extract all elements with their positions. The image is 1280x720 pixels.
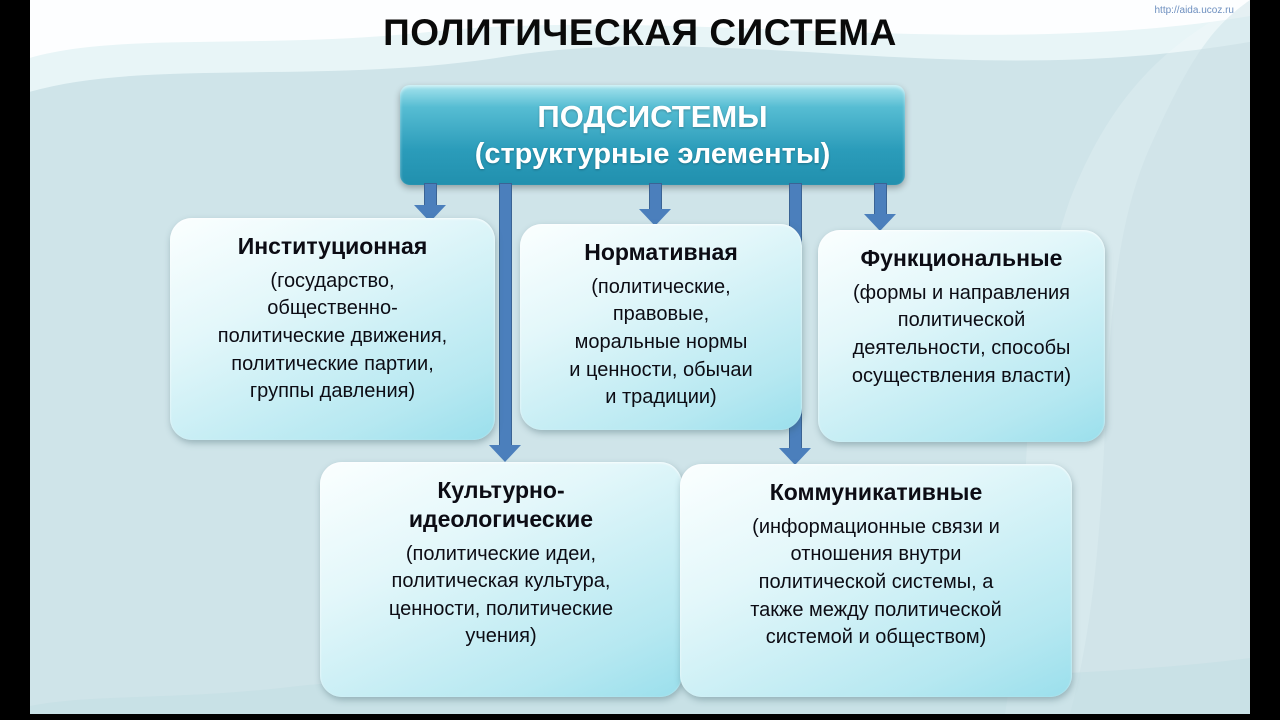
box-cultural-ideological: Культурно- идеологические (политические …: [320, 462, 682, 697]
arrow-shaft: [423, 183, 437, 205]
root-box-subsystems: ПОДСИСТЕМЫ (структурные элементы): [400, 85, 905, 185]
box-body: (государство, общественно- политические …: [217, 269, 448, 403]
arrow-head: [489, 445, 521, 462]
box-title: Нормативная: [584, 239, 738, 265]
watermark-url: http://aida.ucoz.ru: [1154, 5, 1235, 16]
box-body: (формы и направления политической деятел…: [851, 281, 1072, 387]
box-institutional: Институционная (государство, общественно…: [170, 218, 495, 440]
box-normative: Нормативная (политические, правовые, мор…: [520, 224, 802, 430]
box-title: Функциональные: [860, 245, 1063, 271]
box-title: Культурно- идеологические: [408, 477, 594, 532]
box-body: (политические, правовые, моральные нормы…: [569, 275, 753, 409]
root-box-title: ПОДСИСТЕМЫ: [537, 99, 768, 134]
arrow-head: [414, 205, 446, 222]
arrow-shaft: [648, 183, 662, 209]
box-title: Коммуникативные: [769, 479, 983, 505]
page-title: ПОЛИТИЧЕСКАЯ СИСТЕМА: [383, 12, 897, 53]
slide: ПОЛИТИЧЕСКАЯ СИСТЕМА http://aida.ucoz.ru…: [30, 0, 1250, 714]
box-title: Институционная: [237, 233, 428, 259]
connector-arrow-institutional: [414, 183, 446, 222]
root-box-subtitle: (структурные элементы): [474, 138, 831, 170]
arrow-shaft: [498, 183, 512, 445]
connector-arrow-cultural: [489, 183, 521, 462]
box-body: (политические идеи, политическая культур…: [388, 542, 614, 648]
arrow-head: [779, 448, 811, 465]
box-functional: Функциональные (формы и направления поли…: [818, 230, 1105, 442]
arrow-head: [864, 214, 896, 231]
arrow-shaft: [873, 183, 887, 214]
connector-arrow-normative: [639, 183, 671, 226]
box-body: (информационные связи и отношения внутри…: [750, 515, 1002, 649]
arrow-head: [639, 209, 671, 226]
box-communicative: Коммуникативные (информационные связи и …: [680, 464, 1072, 697]
connector-arrow-functional: [864, 183, 896, 231]
